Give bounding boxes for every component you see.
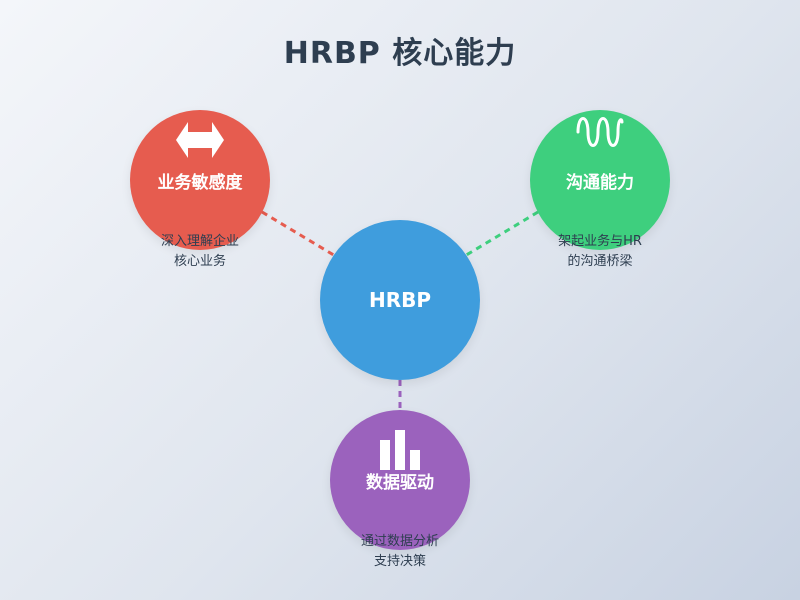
desc-communication-line-2: 的沟通桥梁 [567, 254, 633, 269]
desc-data: 通过数据分析 支持决策 [320, 532, 480, 572]
node-business-awareness[interactable]: 业务敏感度 [130, 110, 270, 250]
desc-communication: 架起业务与HR 的沟通桥梁 [520, 232, 680, 272]
page-title: HRBP 核心能力 [283, 36, 517, 71]
desc-data-line-1: 通过数据分析 [360, 534, 439, 549]
node-business-label: 业务敏感度 [157, 172, 243, 193]
connector-business [261, 210, 343, 262]
desc-data-line-2: 支持决策 [373, 554, 426, 569]
node-data-driven[interactable]: 数据驱动 [330, 410, 470, 550]
desc-business-line-1: 深入理解企业 [160, 234, 239, 249]
node-communication-label: 沟通能力 [566, 172, 634, 193]
desc-business: 深入理解企业 核心业务 [120, 232, 280, 272]
node-communication[interactable]: 沟通能力 [530, 110, 670, 250]
connector-communication [457, 210, 539, 262]
node-hrbp-center[interactable]: HRBP [320, 220, 480, 380]
desc-business-line-2: 核心业务 [173, 254, 226, 269]
desc-communication-line-1: 架起业务与HR [558, 234, 642, 249]
node-data-label: 数据驱动 [366, 472, 434, 493]
center-label: HRBP [368, 288, 432, 312]
